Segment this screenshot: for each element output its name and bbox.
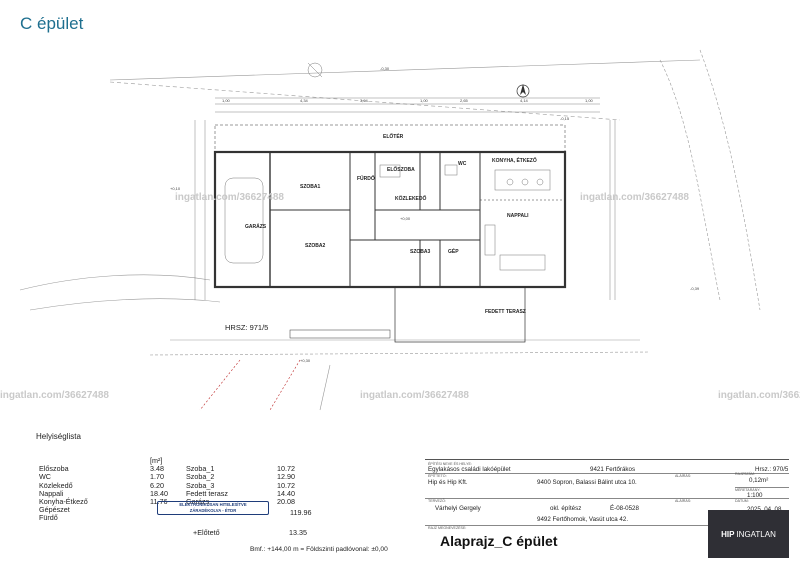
investor: Hip és Hip Kft.: [428, 479, 468, 486]
room-garazs: GARÁZS: [245, 223, 267, 230]
room-eloter: ELŐTÉR: [383, 132, 404, 140]
e-authentication-stamp: ELEKTRONIKUSAN HITELESÍTVE ZÁRADÉKOLVA -…: [157, 501, 269, 515]
bmf-note: Bmf.: +144,00 m = Földszinti padlóvonal:…: [250, 546, 388, 553]
hrsz: Hrsz.: 970/5: [755, 466, 789, 473]
room-wc: WC: [458, 161, 467, 167]
room-fedett-terasz: FEDETT TERASZ: [485, 309, 526, 315]
room-furdo: FÜRDŐ: [357, 175, 375, 182]
room-szoba1: SZOBA1: [300, 184, 321, 190]
table-row: Előszoba 3.48 Szoba_1 10.72: [39, 464, 295, 474]
dim-2: 4,34: [300, 98, 309, 103]
drawing-title: Alaprajz_C épület: [440, 533, 558, 549]
sheet-title: C épület: [20, 14, 84, 33]
designer-id: É-08-0528: [610, 505, 639, 512]
eloteto-value: 13.35: [289, 528, 307, 537]
drawing-number: 0,12m²: [749, 477, 769, 484]
watermark-4: ingatlan.com/36627488: [360, 390, 469, 401]
level-6: +0,30: [300, 358, 311, 363]
north-arrow-icon: [516, 84, 530, 98]
eloteto-label: +Előtető: [193, 528, 220, 537]
level-4: -0,30: [380, 66, 390, 71]
watermark-1: ingatlan.com/36627488: [175, 192, 284, 203]
dim-3: 3,94: [360, 98, 369, 103]
dim-1: 1,00: [222, 98, 231, 103]
building-walls: [213, 124, 567, 343]
dim-7: 1,00: [585, 98, 594, 103]
area-sum: 119.96: [290, 508, 312, 517]
watermark-5: ingatlan.com/36627488: [718, 390, 800, 401]
terrain-lines: [19, 49, 761, 411]
room-gep: GÉP: [448, 247, 459, 255]
table-row: Gépészet: [39, 505, 70, 515]
unit-label: [m²]: [150, 456, 163, 465]
room-szoba2: SZOBA2: [305, 243, 326, 249]
table-row: WC 1.70 Szoba_2 12.90: [39, 472, 295, 482]
room-konyha: KONYHA, ÉTKEZŐ: [492, 156, 537, 164]
dim-6: 4,14: [520, 98, 529, 103]
dim-4: 1,00: [420, 98, 429, 103]
room-kozlekedo: KÖZLEKEDŐ: [395, 195, 427, 202]
floor-plan: ELŐTÉR FÜRDŐ ELŐSZOBA WC KONYHA, ÉTKEZŐ …: [19, 49, 761, 411]
designer: Várhelyi Gergely: [435, 505, 481, 512]
room-nappali: NAPPALI: [507, 213, 529, 219]
scale: 1:100: [747, 492, 763, 499]
furniture: [224, 62, 551, 271]
designer-role: okl. építész: [550, 505, 582, 512]
table-row: Fürdő: [39, 513, 58, 523]
level-1: +0,10: [170, 186, 181, 191]
title-block: ÉPÍTÉSI NEVE ÉS HELYE: Egylakásos család…: [425, 459, 789, 559]
level-3: -0,15: [560, 116, 570, 121]
designer-address: 9492 Fertőhomok, Vasút utca 42.: [537, 516, 629, 523]
date: 2025. 04. 08.: [747, 506, 783, 513]
hrsz-label: HRSZ: 971/5: [225, 323, 268, 332]
dimension-lines: [194, 97, 616, 300]
room-list-heading: Helyiséglista: [36, 432, 81, 441]
investor-address: 9400 Sopron, Balassi Bálint utca 10.: [537, 479, 637, 486]
project-location: 9421 Fertőrákos: [590, 466, 636, 473]
room-szoba3: SZOBA3: [410, 249, 431, 255]
dim-5: 2,65: [460, 98, 469, 103]
watermark-2: ingatlan.com/36627488: [580, 192, 689, 203]
watermark-3: ingatlan.com/36627488: [0, 390, 109, 401]
project-name: Egylakásos családi lakóépület: [428, 466, 511, 473]
table-row: Közlekedő 6.20 Szoba_3 10.72: [39, 480, 295, 490]
level-2: +0,00: [400, 216, 411, 221]
table-row: Nappali 18.40 Fedett terasz 14.40: [39, 488, 295, 498]
level-5: -0,39: [690, 286, 700, 291]
room-eloszoba: ELŐSZOBA: [387, 166, 415, 173]
